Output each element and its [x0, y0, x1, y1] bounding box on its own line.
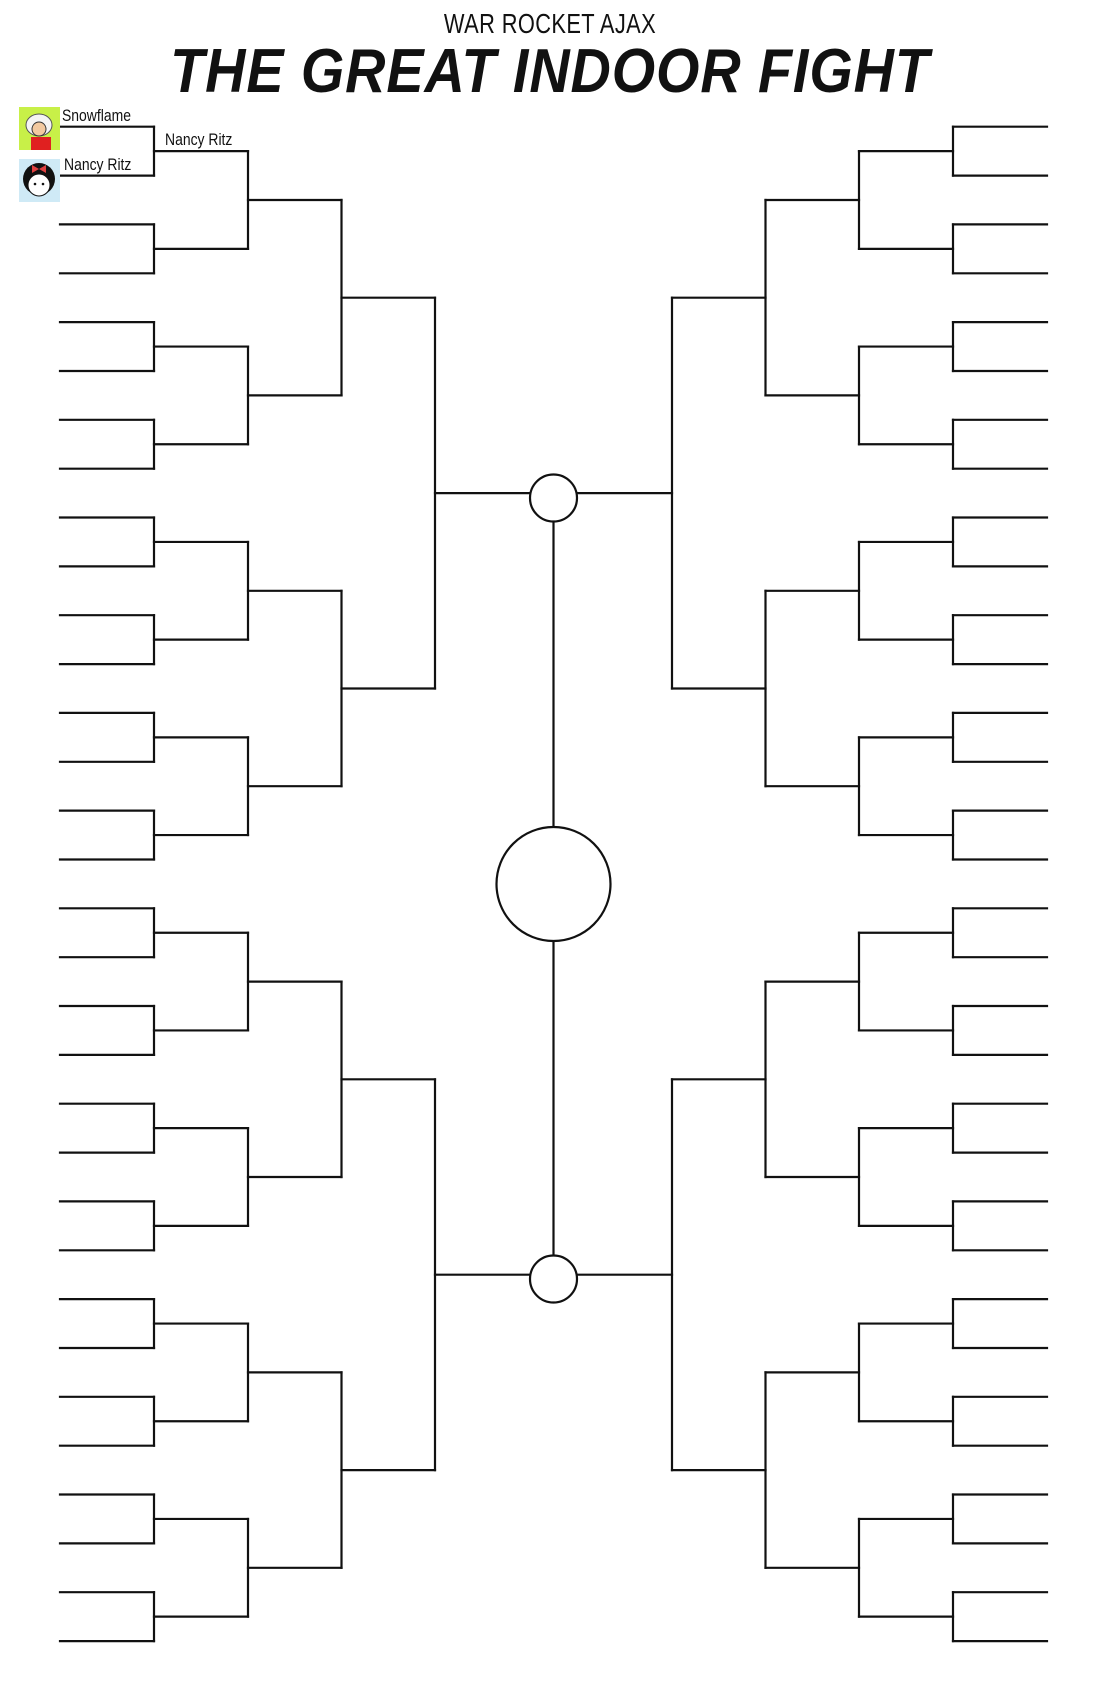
- entrant-name-nancy-ritz[interactable]: Nancy Ritz: [64, 155, 132, 174]
- semifinal-circle-top[interactable]: [528, 473, 579, 523]
- nancy-ritz-avatar: [19, 159, 60, 202]
- semifinal-circle-bottom[interactable]: [528, 1254, 579, 1304]
- snowflame-portrait-icon: [25, 113, 53, 150]
- bracket-subtitle: WAR ROCKET AJAX: [443, 8, 657, 39]
- final-champion-circle[interactable]: [495, 825, 612, 943]
- round2-winner-name[interactable]: Nancy Ritz: [165, 130, 233, 149]
- nancy-ritz-portrait-icon: [23, 163, 55, 197]
- entrant-name-snowflame[interactable]: Snowflame: [62, 106, 131, 125]
- snowflame-avatar: [19, 107, 60, 150]
- bracket-title: THE GREAT INDOOR FIGHT: [170, 37, 930, 106]
